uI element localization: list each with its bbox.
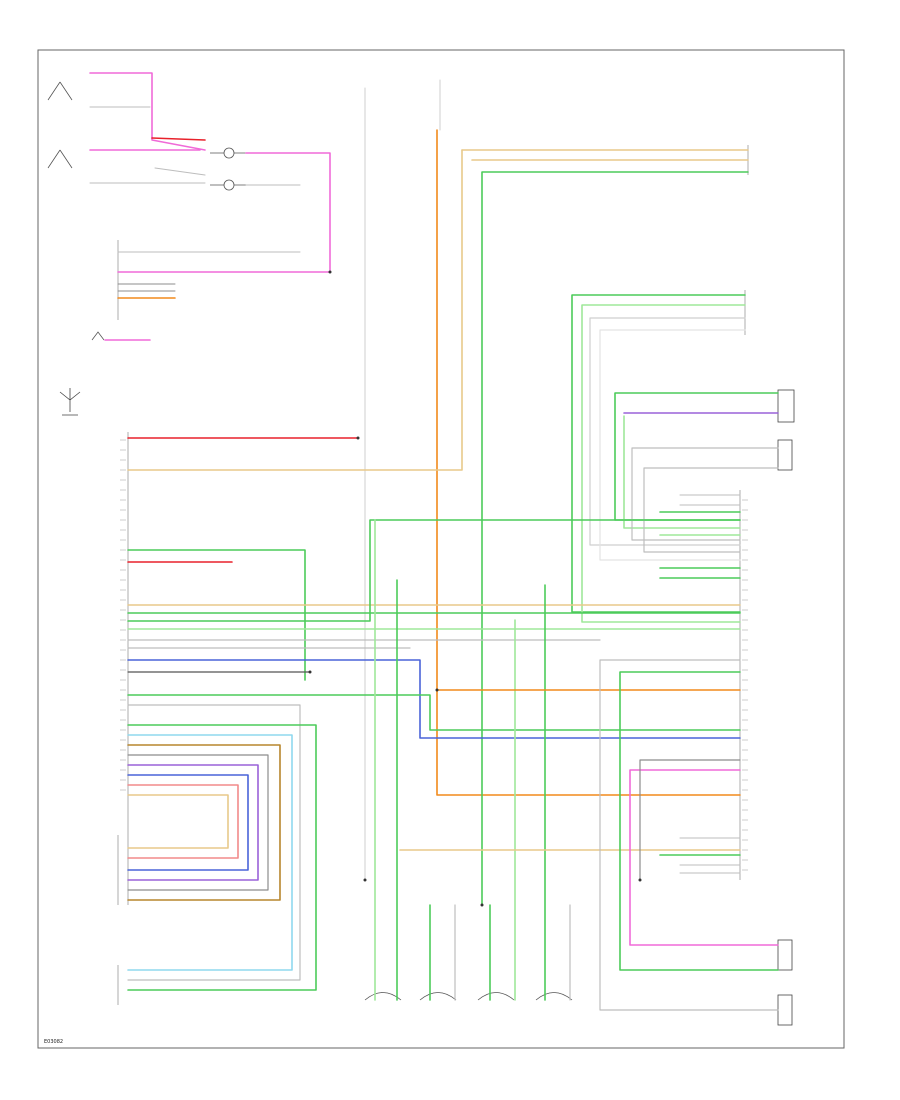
wire-green-relay1 — [614, 392, 779, 521]
wire-gray-spk-2 — [127, 754, 269, 891]
wire-violet-spk — [127, 764, 259, 881]
wire-gray-spk3 — [589, 317, 746, 546]
wire-red-top — [151, 137, 206, 141]
wire-gray-center — [127, 639, 601, 649]
relay-symbols — [777, 389, 795, 1026]
wire-green-top — [481, 171, 749, 906]
wire-red-spk — [127, 784, 239, 859]
wire-tan-spk — [127, 794, 229, 849]
wire-green-center-2 — [127, 519, 741, 622]
wire-gray-short — [117, 283, 176, 292]
wire-blue-spk — [127, 774, 249, 871]
wire-gray-lower-right — [599, 659, 779, 1011]
wire-gray-1 — [89, 106, 301, 253]
speaker-symbols — [364, 992, 573, 1001]
wire-green-conn-4 — [659, 567, 741, 579]
wire-blue-center — [127, 659, 741, 739]
steering-switch-group — [47, 81, 246, 341]
wire-green-spk-lf — [127, 724, 317, 991]
connector-pin-ticks — [120, 439, 748, 871]
wire-gray-lower — [127, 704, 301, 981]
splice-dots — [308, 270, 642, 907]
wire-green-lower-right — [619, 671, 779, 971]
wire-brown-spk — [127, 744, 281, 901]
wire-green-spk1 — [571, 294, 746, 613]
wire-lightgreen-spk2 — [581, 304, 746, 623]
wire-orange-vertical — [436, 129, 741, 796]
diagram-code: E03082 — [44, 1039, 63, 1045]
wire-green-ground — [127, 549, 306, 681]
wire-white-spk4 — [599, 329, 746, 561]
wire-pink-lower-right — [629, 769, 779, 946]
wire-vertical-center — [364, 79, 441, 881]
wire-lightblue-spk — [127, 734, 293, 971]
wire-gray-conn-1 — [679, 494, 741, 506]
wire-green-lower-1 — [127, 694, 741, 731]
wire-gray-lower-right-2 — [639, 759, 741, 881]
radio-connector-left — [117, 240, 129, 1005]
wire-lightgreen-relay1 — [623, 415, 741, 529]
wire-gray-lower-right-4 — [679, 837, 741, 874]
wire-pink-run — [89, 149, 331, 271]
diagram-frame — [37, 49, 845, 1049]
wire-pink-top — [89, 72, 206, 151]
antenna-icon — [59, 388, 81, 416]
wire-gray-relay2 — [631, 447, 779, 553]
wire-tan-vertical — [127, 149, 463, 471]
